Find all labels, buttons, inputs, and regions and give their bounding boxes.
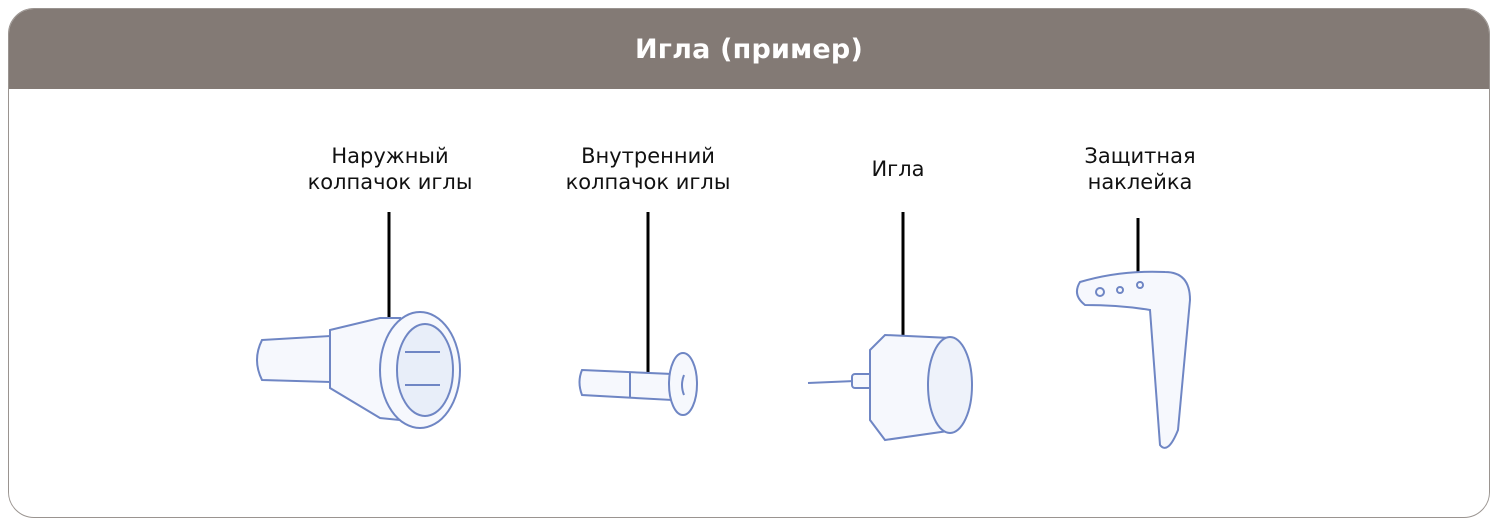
label-outer-needle-cap: Наружный колпачок иглы [308, 143, 473, 195]
label-needle: Игла [871, 156, 924, 182]
leader-lines [387, 212, 1140, 378]
label-line: Наружный [331, 144, 449, 168]
header-bar: Игла (пример) [9, 9, 1489, 89]
diagram-title: Игла (пример) [635, 33, 863, 65]
label-line: Внутренний [581, 144, 715, 168]
outer-needle-cap-icon [256, 311, 461, 429]
label-line: колпачок иглы [307, 170, 473, 194]
label-line: Защитная [1084, 144, 1196, 168]
label-line: колпачок иглы [565, 170, 731, 194]
needle-icon [807, 333, 973, 442]
label-inner-needle-cap: Внутренний колпачок иглы [566, 143, 731, 195]
needle-diagram-card: Игла (пример) [8, 8, 1490, 518]
protective-tab-icon [1075, 270, 1192, 449]
label-line: Игла [871, 157, 925, 181]
label-protective-tab: Защитная наклейка [1084, 143, 1195, 195]
inner-needle-cap-icon [578, 352, 698, 416]
label-line: наклейка [1087, 170, 1193, 194]
